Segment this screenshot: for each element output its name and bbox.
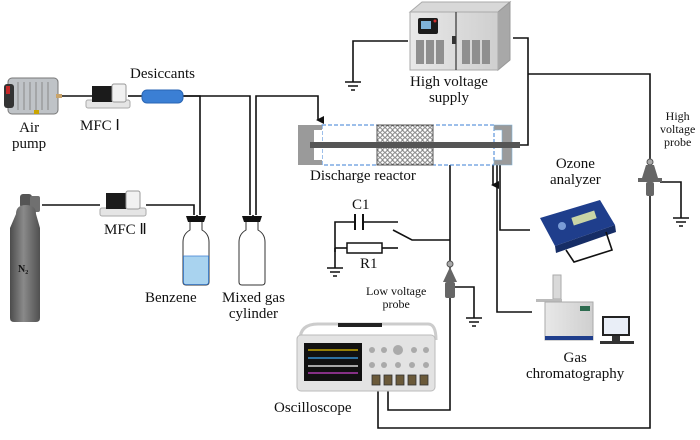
capacitor-label: C1	[352, 197, 370, 213]
high-voltage-probe-icon	[638, 158, 662, 196]
resistor-r1	[346, 242, 383, 254]
n2-cylinder-icon	[10, 194, 40, 322]
mixed-gas-cylinder-icon	[238, 216, 266, 286]
line-desiccant-to-mixer-inlet	[182, 95, 251, 215]
low-voltage-probe-icon	[443, 260, 457, 298]
n2-label: N₂	[18, 264, 29, 275]
line-mixer-to-reactor	[255, 95, 324, 215]
line-to-gc	[496, 165, 532, 313]
line-to-ozone-analyzer	[499, 165, 530, 231]
wire-cap-branch	[334, 221, 355, 252]
resistor-label: R1	[360, 256, 378, 272]
benzene-bottle-icon	[182, 216, 210, 286]
mfc1-icon	[85, 83, 131, 109]
mfc1-label: MFC Ⅰ	[80, 118, 120, 134]
wire-hv-probe-to-scope	[377, 196, 651, 429]
wire-lv-probe-to-scope	[387, 298, 451, 411]
air-pump-icon	[4, 77, 62, 115]
wire-switch	[392, 229, 450, 241]
ground-icon	[673, 217, 689, 227]
capacitor-c1	[354, 214, 364, 230]
desiccants-label: Desiccants	[130, 66, 195, 82]
ground-icon	[345, 81, 361, 91]
oscilloscope-label: Oscilloscope	[274, 400, 352, 416]
mfc2-icon	[99, 190, 147, 217]
high-voltage-supply-icon	[408, 0, 512, 72]
line-desiccant-to-benzene	[182, 95, 201, 215]
gas-chromatograph-icon	[536, 274, 634, 344]
oscilloscope-icon	[296, 322, 438, 392]
gas-lines	[42, 95, 532, 313]
wire-hv-to-reactor	[510, 37, 529, 146]
ground-icon	[327, 267, 343, 277]
discharge-reactor-icon	[298, 124, 520, 166]
wire-hv-to-probe	[528, 73, 651, 160]
mfc2-label: MFC Ⅱ	[104, 222, 147, 238]
benzene-label: Benzene	[145, 290, 197, 306]
line-mfc2-to-benzene	[146, 204, 195, 215]
wire-hv-ground	[352, 40, 408, 82]
ground-symbols	[327, 81, 689, 327]
wire-lv-probe-ground	[455, 286, 475, 318]
ground-icon	[466, 317, 482, 327]
wire-hv-probe-ground	[660, 181, 682, 218]
discharge-reactor-label: Discharge reactor	[310, 168, 416, 184]
ozone-analyzer-icon	[540, 200, 616, 263]
desiccant-tube	[141, 89, 184, 104]
